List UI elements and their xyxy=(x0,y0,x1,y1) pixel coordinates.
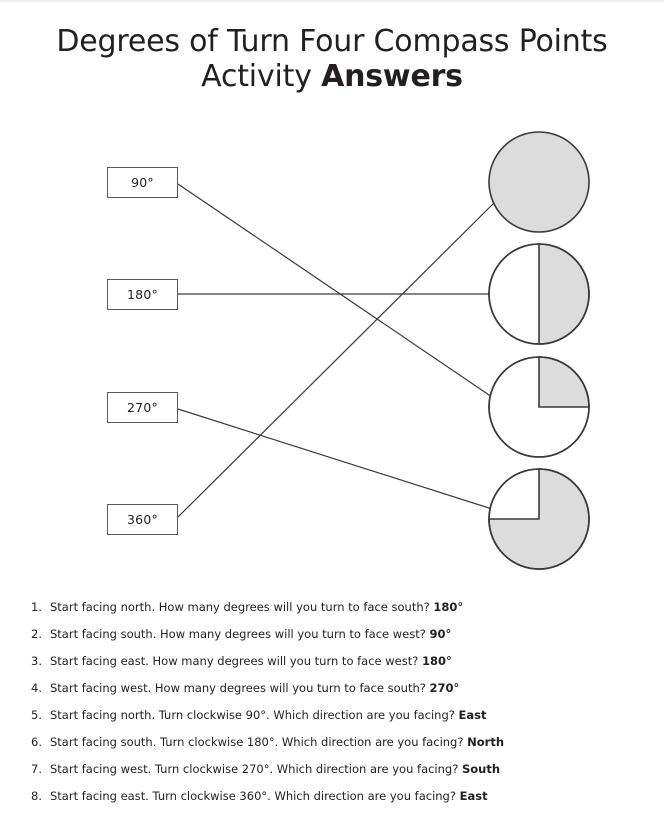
question-answer: 90° xyxy=(429,627,452,641)
shaded-sector xyxy=(488,131,590,233)
question-item: 7. Start facing west. Turn clockwise 270°… xyxy=(0,762,664,789)
circle-outline xyxy=(488,356,590,458)
question-text: Start facing north. Turn clockwise 90°. … xyxy=(50,708,487,722)
question-answer: East xyxy=(458,708,487,722)
degree-label-270-text: 270° xyxy=(127,400,158,415)
title-activity-word: Activity xyxy=(201,59,322,95)
page-top-edge xyxy=(0,0,664,3)
question-answer: 180° xyxy=(433,600,464,614)
question-text: Start facing south. Turn clockwise 180°.… xyxy=(50,735,504,749)
pie-circles xyxy=(488,131,590,570)
title-line-1: Degrees of Turn Four Compass Points xyxy=(56,24,608,59)
question-number: 2. xyxy=(31,627,42,641)
degree-label-90-text: 90° xyxy=(131,175,154,190)
question-item: 4. Start facing west. How many degrees wi… xyxy=(0,681,664,708)
shaded-sector xyxy=(538,243,590,345)
title-line-2: Activity Answers xyxy=(0,59,664,94)
question-text: Start facing east. How many degrees will… xyxy=(50,654,452,668)
question-answer: East xyxy=(459,789,488,803)
degree-label-180-text: 180° xyxy=(127,287,158,302)
question-text: Start facing north. How many degrees wil… xyxy=(50,600,463,614)
matching-activity: 90° 180° 270° 360° xyxy=(0,120,664,590)
question-number: 4. xyxy=(31,681,42,695)
degree-label-270[interactable]: 270° xyxy=(107,392,178,423)
question-prompt: Start facing north. Turn clockwise 90°. … xyxy=(50,708,459,722)
question-prompt: Start facing west. Turn clockwise 270°. … xyxy=(50,762,462,776)
degree-label-180[interactable]: 180° xyxy=(107,279,178,310)
question-number: 1. xyxy=(31,600,42,614)
question-item: 5. Start facing north. Turn clockwise 90°… xyxy=(0,708,664,735)
circle-outline xyxy=(488,243,590,345)
question-answer: North xyxy=(467,735,505,749)
question-prompt: Start facing west. How many degrees will… xyxy=(50,681,430,695)
connector-line[interactable] xyxy=(177,408,493,510)
half-circle-180[interactable] xyxy=(488,243,590,345)
question-text: Start facing west. How many degrees will… xyxy=(50,681,459,695)
question-item: 8. Start facing east. Turn clockwise 360°… xyxy=(0,789,664,816)
question-prompt: Start facing east. Turn clockwise 360°. … xyxy=(50,789,460,803)
question-prompt: Start facing east. How many degrees will… xyxy=(50,654,423,668)
question-number: 7. xyxy=(31,762,42,776)
degree-label-360[interactable]: 360° xyxy=(107,504,178,535)
question-text: Start facing east. Turn clockwise 360°. … xyxy=(50,789,488,803)
degree-label-90[interactable]: 90° xyxy=(107,167,178,198)
questions-list: 1. Start facing north. How many degrees w… xyxy=(0,600,664,816)
question-prompt: Start facing south. How many degrees wil… xyxy=(50,627,430,641)
question-item: 2. Start facing south. How many degrees w… xyxy=(0,627,664,654)
matching-diagram xyxy=(177,131,590,570)
circle-outline xyxy=(488,468,590,570)
connector-line[interactable] xyxy=(177,183,493,398)
question-number: 8. xyxy=(31,789,42,803)
full-circle-360[interactable] xyxy=(488,131,590,233)
degree-label-360-text: 360° xyxy=(127,512,158,527)
question-answer: South xyxy=(461,762,501,776)
question-number: 5. xyxy=(31,708,42,722)
page-title: Degrees of Turn Four Compass Points Acti… xyxy=(0,24,664,95)
connector-lines xyxy=(177,183,503,518)
question-item: 1. Start facing north. How many degrees w… xyxy=(0,600,664,627)
quarter-circle-90[interactable] xyxy=(488,356,590,458)
title-answers-word: Answers xyxy=(321,59,463,95)
question-answer: 180° xyxy=(422,654,452,668)
question-item: 6. Start facing south. Turn clockwise 180… xyxy=(0,735,664,762)
question-item: 3. Start facing east. How many degrees wi… xyxy=(0,654,664,681)
question-text: Start facing west. Turn clockwise 270°. … xyxy=(50,762,500,776)
question-text: Start facing south. How many degrees wil… xyxy=(50,627,451,641)
question-number: 6. xyxy=(31,735,42,749)
question-prompt: Start facing north. How many degrees wil… xyxy=(50,600,434,614)
question-prompt: Start facing south. Turn clockwise 180°.… xyxy=(50,735,468,749)
question-number: 3. xyxy=(31,654,42,668)
connector-line[interactable] xyxy=(177,194,503,518)
three-quarter-circle-270[interactable] xyxy=(488,468,590,570)
question-answer: 270° xyxy=(429,681,460,695)
